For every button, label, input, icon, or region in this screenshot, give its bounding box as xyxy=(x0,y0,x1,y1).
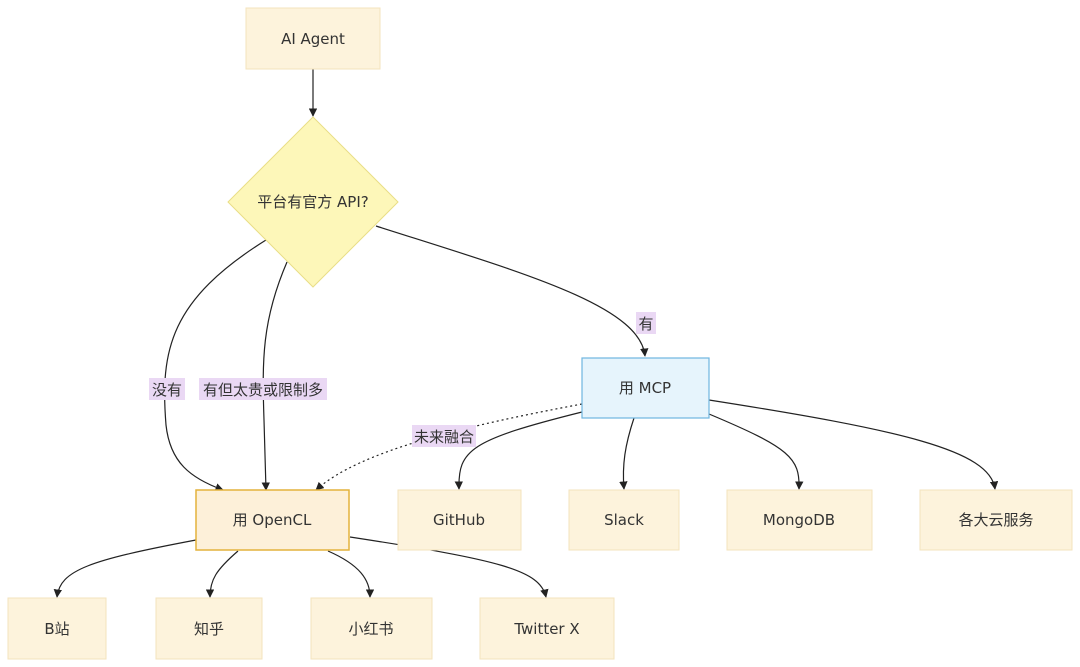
edge-label-yes: 有 xyxy=(636,312,656,334)
node-use-opencl-label: 用 OpenCL xyxy=(233,511,312,529)
edge-decision-to-opencl-no xyxy=(164,239,267,492)
edge-opencl-to-zhihu xyxy=(205,550,239,598)
edge-decision-to-opencl-expensive xyxy=(261,261,288,491)
node-decision[interactable]: 平台有官方 API? xyxy=(227,116,399,288)
node-cloud-services[interactable]: 各大云服务 xyxy=(919,489,1073,551)
node-xiaohongshu[interactable]: 小红书 xyxy=(310,597,433,660)
node-cloud-services-label: 各大云服务 xyxy=(958,511,1033,529)
node-bilibili[interactable]: B站 xyxy=(7,597,107,660)
edge-label-yes-expensive: 有但太贵或限制多 xyxy=(199,378,327,400)
edge-mcp-to-cloud xyxy=(708,399,999,490)
node-slack[interactable]: Slack xyxy=(568,489,680,551)
edge-labels: 有 没有 有但太贵或限制多 未来融合 xyxy=(149,312,656,447)
node-use-opencl[interactable]: 用 OpenCL xyxy=(195,489,350,551)
edge-label-future: 未来融合 xyxy=(412,425,476,447)
nodes: AI Agent 平台有官方 API? 用 MCP 用 OpenCL GitHu… xyxy=(7,7,1073,660)
edge-label-yes-text: 有 xyxy=(638,315,653,333)
edge-label-no: 没有 xyxy=(149,378,185,400)
edge-opencl-to-bilibili xyxy=(53,539,197,598)
node-ai-agent[interactable]: AI Agent xyxy=(245,7,381,70)
node-zhihu[interactable]: 知乎 xyxy=(155,597,263,660)
node-zhihu-label: 知乎 xyxy=(194,620,224,638)
node-twitter[interactable]: Twitter X xyxy=(479,597,615,660)
edge-decision-to-mcp xyxy=(375,225,649,357)
node-github-label: GitHub xyxy=(433,511,485,529)
node-ai-agent-label: AI Agent xyxy=(281,30,345,48)
node-use-mcp[interactable]: 用 MCP xyxy=(581,357,710,419)
edge-mcp-to-github xyxy=(454,411,583,490)
node-use-mcp-label: 用 MCP xyxy=(619,379,671,397)
edge-opencl-to-xiaohongshu xyxy=(327,550,375,598)
node-xiaohongshu-label: 小红书 xyxy=(348,620,393,638)
node-twitter-label: Twitter X xyxy=(513,620,579,638)
node-mongodb[interactable]: MongoDB xyxy=(726,489,873,551)
node-mongodb-label: MongoDB xyxy=(763,511,835,529)
node-decision-label: 平台有官方 API? xyxy=(257,193,368,211)
edge-label-no-text: 没有 xyxy=(152,381,182,399)
node-github[interactable]: GitHub xyxy=(397,489,522,551)
edge-mcp-to-slack xyxy=(619,417,635,490)
edge-mcp-to-mongodb xyxy=(708,413,804,490)
node-bilibili-label: B站 xyxy=(44,620,69,638)
edge-label-yes-expensive-text: 有但太贵或限制多 xyxy=(203,381,323,399)
edge-label-future-text: 未来融合 xyxy=(414,428,474,446)
node-slack-label: Slack xyxy=(604,511,644,529)
